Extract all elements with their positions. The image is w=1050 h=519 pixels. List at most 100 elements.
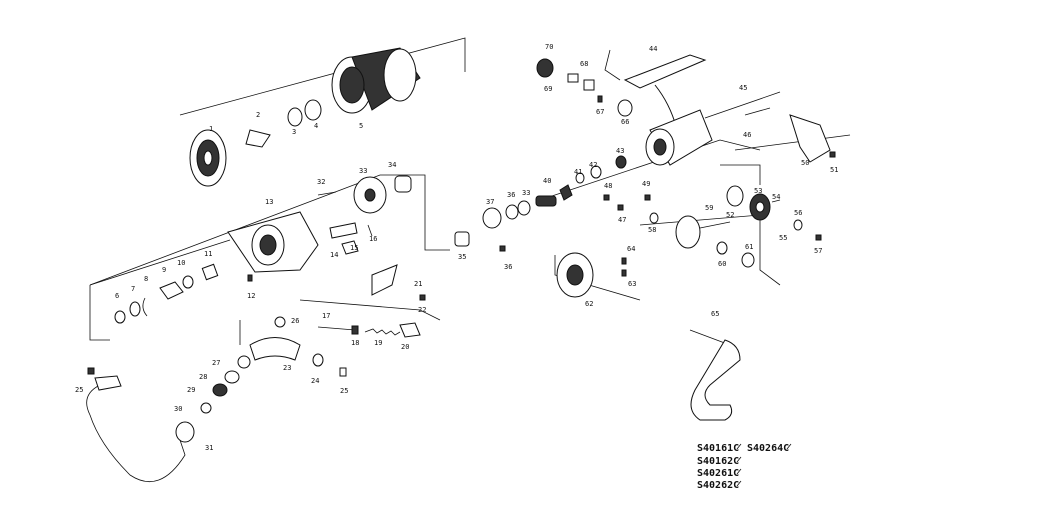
- label-43: 43: [616, 147, 624, 155]
- label-20: 20: [401, 343, 409, 351]
- spool-assembly: [189, 47, 421, 187]
- label-15: 15: [350, 244, 358, 252]
- foot-44: [623, 54, 707, 89]
- label-44: 44: [649, 45, 657, 53]
- part-labels: 1 2 3 4 5 6 7 8 9 10 11 12 13 14 15 16 1…: [75, 43, 838, 452]
- label-34: 34: [388, 161, 396, 169]
- label-36a: 36: [504, 263, 512, 271]
- label-5: 5: [359, 122, 363, 130]
- label-54: 54: [772, 193, 780, 201]
- label-68: 68: [580, 60, 588, 68]
- label-51: 51: [830, 166, 838, 174]
- label-33a: 33: [359, 167, 367, 175]
- label-26: 26: [291, 317, 299, 325]
- model-code-3: S40162C: [697, 456, 739, 467]
- label-69: 69: [544, 85, 552, 93]
- label-36b: 36: [507, 191, 515, 199]
- label-35: 35: [458, 253, 466, 261]
- group-frames: [89, 37, 851, 345]
- label-22: 22: [418, 306, 426, 314]
- label-27: 27: [212, 359, 220, 367]
- label-4: 4: [314, 122, 318, 130]
- clip-2: [245, 129, 271, 148]
- label-65: 65: [711, 310, 719, 318]
- model-code-list: S40161C S40264C S40162C S40261C S40262C: [697, 443, 792, 491]
- label-42: 42: [589, 161, 597, 169]
- handle-65: [690, 339, 741, 421]
- label-61: 61: [745, 243, 753, 251]
- label-56: 56: [794, 209, 802, 217]
- bail-assembly: [86, 316, 347, 483]
- label-46: 46: [743, 131, 751, 139]
- label-9: 9: [162, 266, 166, 274]
- label-41: 41: [574, 168, 582, 176]
- label-18: 18: [351, 339, 359, 347]
- label-14: 14: [330, 251, 338, 259]
- label-19: 19: [374, 339, 382, 347]
- label-21: 21: [414, 280, 422, 288]
- label-66: 66: [621, 118, 629, 126]
- label-13: 13: [265, 198, 273, 206]
- label-17: 17: [322, 312, 330, 320]
- label-29: 29: [187, 386, 195, 394]
- model-code-1: S40161C: [697, 443, 739, 454]
- cover-50: [789, 114, 831, 163]
- bail-arm-23: [249, 337, 301, 361]
- label-70: 70: [545, 43, 553, 51]
- label-23: 23: [283, 364, 291, 372]
- label-62: 62: [585, 300, 593, 308]
- label-47: 47: [618, 216, 626, 224]
- shaft-assembly: [454, 155, 651, 252]
- label-2: 2: [256, 111, 260, 119]
- label-50: 50: [801, 159, 809, 167]
- label-33b: 33: [522, 189, 530, 197]
- check-tick: [786, 443, 792, 450]
- model-code-5: S40262C: [697, 480, 739, 491]
- model-code-2: S40264C: [747, 443, 789, 454]
- washer-4: [304, 99, 322, 121]
- part-21: [371, 264, 398, 296]
- label-1: 1: [209, 125, 213, 133]
- label-52: 52: [726, 211, 734, 219]
- label-6: 6: [115, 292, 119, 300]
- label-12: 12: [247, 292, 255, 300]
- label-11: 11: [204, 250, 212, 258]
- label-10: 10: [177, 259, 185, 267]
- label-16: 16: [369, 235, 377, 243]
- label-31: 31: [205, 444, 213, 452]
- label-60: 60: [718, 260, 726, 268]
- label-37: 37: [486, 198, 494, 206]
- check-tick: [736, 480, 742, 487]
- label-64: 64: [627, 245, 635, 253]
- label-25a: 25: [75, 386, 83, 394]
- body-assembly: [114, 175, 426, 338]
- label-63: 63: [628, 280, 636, 288]
- label-45: 45: [739, 84, 747, 92]
- label-32: 32: [317, 178, 325, 186]
- label-57: 57: [814, 247, 822, 255]
- label-8: 8: [144, 275, 148, 283]
- label-30: 30: [174, 405, 182, 413]
- label-28: 28: [199, 373, 207, 381]
- label-59: 59: [705, 204, 713, 212]
- label-49: 49: [642, 180, 650, 188]
- frame-assembly: [536, 54, 836, 166]
- label-55: 55: [779, 234, 787, 242]
- label-25b: 25: [340, 387, 348, 395]
- label-3: 3: [292, 128, 296, 136]
- label-48: 48: [604, 182, 612, 190]
- label-58: 58: [648, 226, 656, 234]
- label-67: 67: [596, 108, 604, 116]
- washer-3: [287, 107, 303, 127]
- label-53: 53: [754, 187, 762, 195]
- check-tick: [736, 468, 742, 475]
- label-7: 7: [131, 285, 135, 293]
- label-24: 24: [311, 377, 319, 385]
- check-tick: [736, 456, 742, 463]
- check-tick: [736, 443, 742, 450]
- gear-assembly: [556, 185, 822, 421]
- model-code-4: S40261C: [697, 468, 739, 479]
- label-40: 40: [543, 177, 551, 185]
